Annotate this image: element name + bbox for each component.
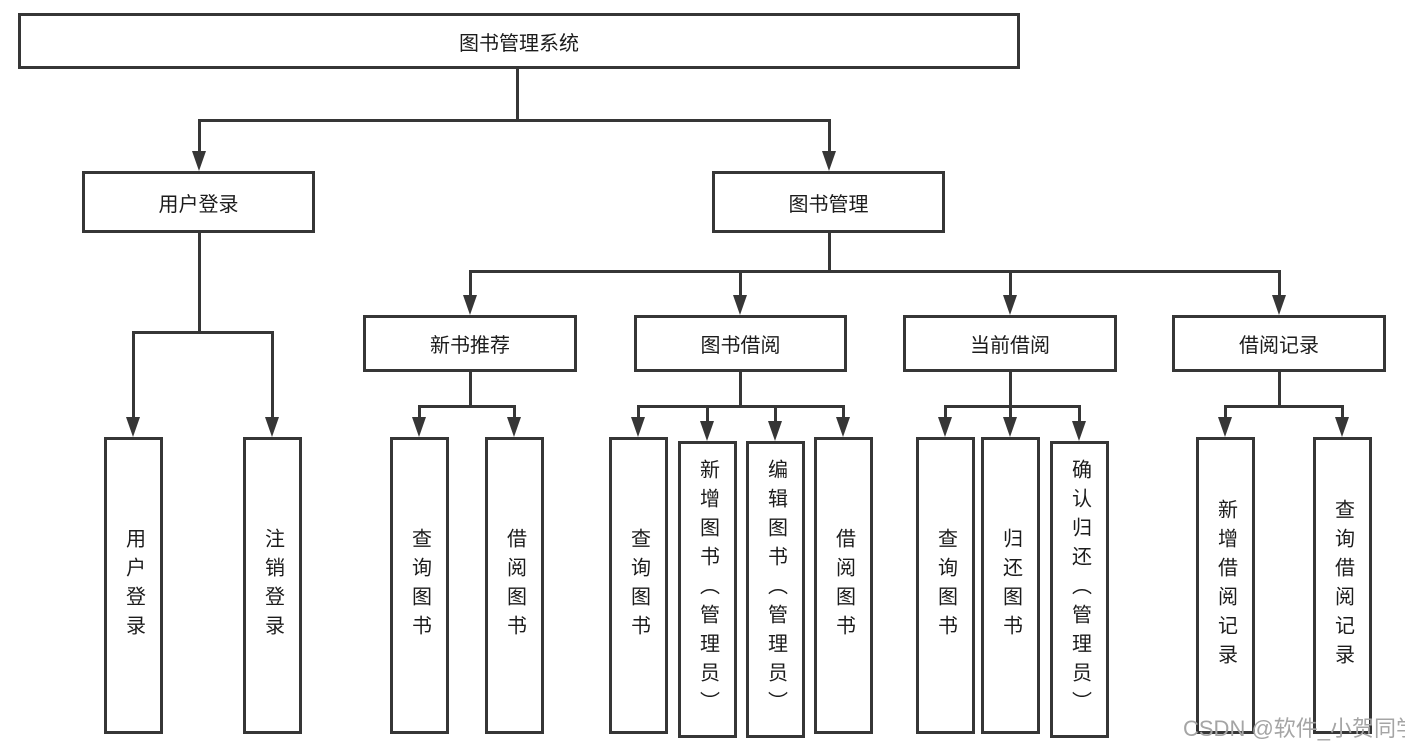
connector-borrowing-records-bar [1224,405,1344,408]
leaf-logout-label: 注销登录 [261,527,284,644]
leaf-current-return-books: 归还图书 [981,437,1040,734]
connector-stem-borrow-edit [774,405,777,423]
watermark: CSDN @软件_小贺同学 [1183,716,1405,741]
node-book-borrowing: 图书借阅 [634,315,847,372]
leaf-current-confirm-return-admin-label: 确认归还（管理员） [1068,459,1091,720]
connector-level1-bar [198,119,831,122]
connector-stem-borrow-query [637,405,640,419]
leaf-borrow-query-books-label: 查询图书 [627,527,650,644]
connector-stem-current-return [1009,405,1012,419]
leaf-borrow-borrow-books: 借阅图书 [814,437,873,734]
connector-stem-borrow-borrow [842,405,845,419]
connector-stem-newrec-query [418,405,421,419]
leaf-user-login: 用户登录 [104,437,163,734]
connector-book-borrowing-trunk [739,372,742,408]
arrowhead-borrow-add [700,421,714,441]
connector-stem-records-add [1224,405,1227,419]
node-new-book-recommend-label: 新书推荐 [430,335,510,357]
arrowhead-borrowing-records [1272,295,1286,315]
arrowhead-user-login [192,151,206,171]
node-borrowing-records-label: 借阅记录 [1239,335,1319,357]
leaf-records-query-record-label: 查询借阅记录 [1331,498,1354,673]
node-book-management: 图书管理 [712,171,945,233]
node-user-login-label: 用户登录 [158,193,239,216]
leaf-user-login-label: 用户登录 [122,527,145,644]
connector-user-login-trunk [198,233,201,334]
node-user-login: 用户登录 [82,171,315,233]
leaf-newrec-borrow-books-label: 借阅图书 [503,527,526,644]
node-book-borrowing-label: 图书借阅 [700,335,781,357]
arrowhead-leaf-user-login [126,417,140,437]
leaf-borrow-edit-books-admin-label: 编辑图书（管理员） [764,459,787,720]
connector-stem-current-borrowing [1009,270,1012,298]
leaf-borrow-borrow-books-label: 借阅图书 [832,527,855,644]
connector-stem-book-borrowing [739,270,742,298]
connector-stem-newrec-borrow [513,405,516,419]
connector-current-borrowing-trunk [1009,372,1012,408]
leaf-current-query-books-label: 查询图书 [934,527,957,644]
node-library-management-system: 图书管理系统 [18,13,1020,69]
leaf-current-return-books-label: 归还图书 [999,527,1022,644]
arrowhead-current-confirm [1072,421,1086,441]
node-borrowing-records: 借阅记录 [1172,315,1386,372]
arrowhead-leaf-logout [265,417,279,437]
connector-borrowing-records-trunk [1278,372,1281,408]
leaf-borrow-query-books: 查询图书 [609,437,668,734]
arrowhead-current-borrowing [1003,295,1017,315]
leaf-current-confirm-return-admin: 确认归还（管理员） [1050,441,1109,738]
node-book-management-label: 图书管理 [788,193,869,216]
arrowhead-newrec-query [412,417,426,437]
node-library-management-system-label: 图书管理系统 [459,32,579,55]
leaf-records-add-record: 新增借阅记录 [1196,437,1255,734]
connector-book-borrowing-bar [637,405,845,408]
connector-root-trunk [516,68,519,122]
leaf-borrow-add-books-admin-label: 新增图书（管理员） [696,459,719,720]
arrowhead-newrec-borrow [507,417,521,437]
arrowhead-book-borrowing [733,295,747,315]
leaf-borrow-add-books-admin: 新增图书（管理员） [678,441,737,738]
connector-new-book-recommend-trunk [469,372,472,408]
connector-user-login-bar [132,331,274,334]
connector-stem-leaf-logout [271,331,274,419]
connector-stem-records-query [1341,405,1344,419]
arrowhead-records-query [1335,417,1349,437]
node-new-book-recommend: 新书推荐 [363,315,577,372]
connector-stem-borrow-add [706,405,709,423]
leaf-newrec-query-books: 查询图书 [390,437,449,734]
leaf-newrec-query-books-label: 查询图书 [408,527,431,644]
node-current-borrowing: 当前借阅 [903,315,1117,372]
arrowhead-borrow-borrow [836,417,850,437]
arrowhead-borrow-edit [768,421,782,441]
arrowhead-records-add [1218,417,1232,437]
arrowhead-new-book-recommend [463,295,477,315]
connector-new-book-recommend-bar [418,405,516,408]
leaf-logout: 注销登录 [243,437,302,734]
connector-stem-leaf-user-login [132,331,135,419]
connector-stem-current-query [944,405,947,419]
arrowhead-current-return [1003,417,1017,437]
arrowhead-borrow-query [631,417,645,437]
arrowhead-book-management [822,151,836,171]
leaf-current-query-books: 查询图书 [916,437,975,734]
connector-current-borrowing-bar [944,405,1081,408]
connector-level3-bar [469,270,1281,273]
connector-stem-new-book-recommend [469,270,472,298]
leaf-borrow-edit-books-admin: 编辑图书（管理员） [746,441,805,738]
connector-stem-current-confirm [1078,405,1081,423]
leaf-records-query-record: 查询借阅记录 [1313,437,1372,734]
node-current-borrowing-label: 当前借阅 [970,335,1050,357]
arrowhead-current-query [938,417,952,437]
connector-stem-book-management [828,119,831,155]
connector-stem-borrowing-records [1278,270,1281,298]
connector-book-management-trunk [828,233,831,273]
connector-stem-user-login [198,119,201,155]
leaf-records-add-record-label: 新增借阅记录 [1214,498,1237,673]
leaf-newrec-borrow-books: 借阅图书 [485,437,544,734]
